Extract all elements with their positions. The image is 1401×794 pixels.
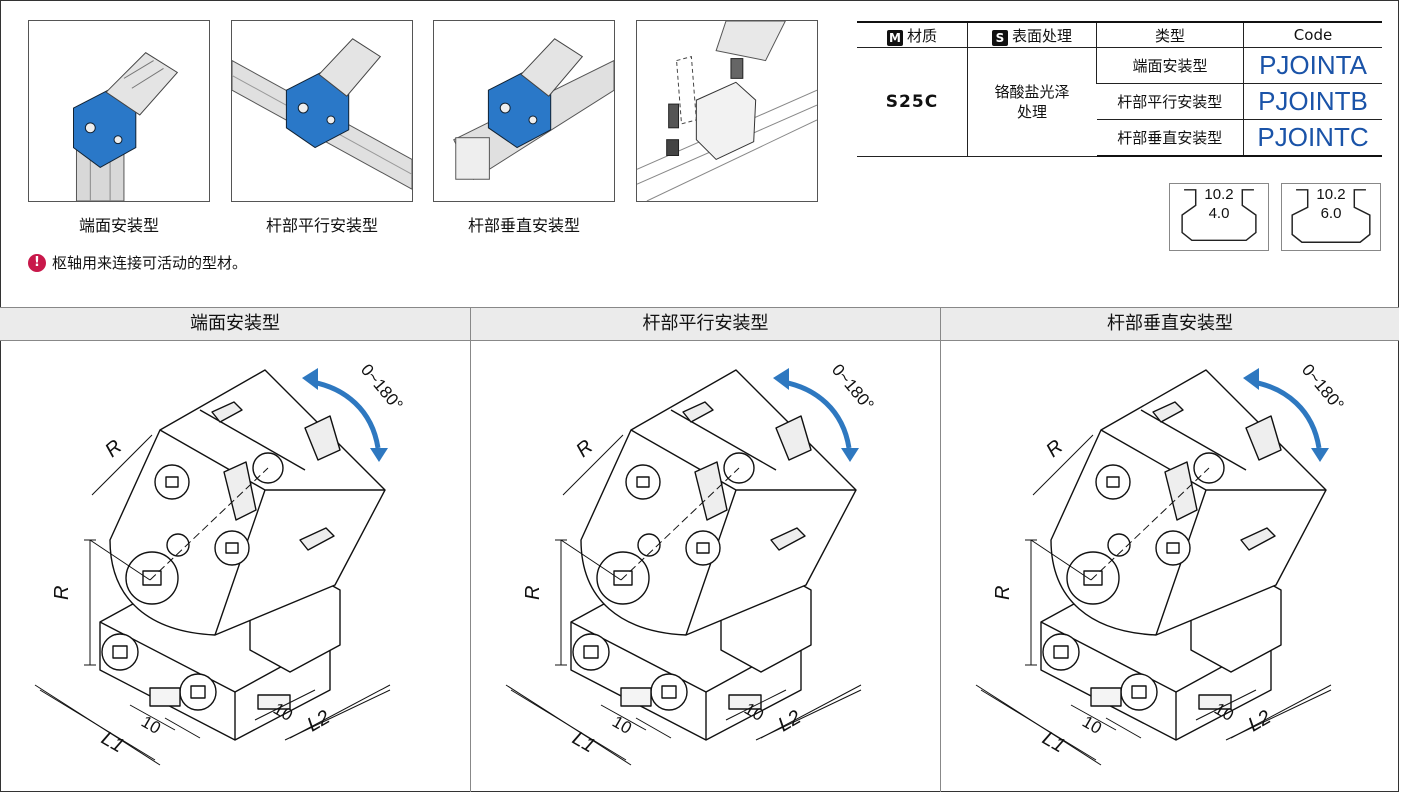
- caption-vertical-mount: 杆部垂直安装型: [467, 216, 580, 235]
- slot-profile-1: 10.2 4.0: [1169, 183, 1269, 251]
- type-cell: 杆部平行安装型: [1096, 83, 1244, 120]
- slot-width: 10.2: [1316, 186, 1346, 203]
- radius-label-diagonal: R: [572, 436, 597, 462]
- arrow-head-icon: [370, 448, 388, 462]
- rotation-arrow-icon: [782, 379, 852, 449]
- radius-label-diagonal: R: [1042, 436, 1067, 462]
- info-pin-icon: !: [28, 253, 46, 272]
- thumb-vertical-mount: [433, 20, 615, 202]
- surface-value: 铬酸盐光泽处理: [967, 47, 1097, 157]
- column-divider: [940, 307, 941, 792]
- rotation-angle-label: 0~180°: [1298, 360, 1348, 414]
- dim-l1: L1: [1039, 727, 1069, 757]
- radius-label-vertical: R: [522, 586, 544, 600]
- end-mount-illustration: [73, 52, 179, 201]
- drawing-parallel-mount: R R 10 10 L1 L2 0~180°: [471, 340, 940, 792]
- arrow-head-icon: [1311, 448, 1329, 462]
- radius-label-vertical: R: [51, 586, 73, 600]
- dim-l2: L2: [304, 706, 334, 736]
- drawing-vertical-mount: R R 10 10 L1 L2 0~180°: [941, 340, 1401, 792]
- thumb-end-mount: [28, 20, 210, 202]
- dim-10-left: 10: [609, 712, 635, 738]
- section-header-bar: 端面安装型 杆部平行安装型 杆部垂直安装型: [0, 307, 1399, 341]
- slot-shape-icon: [1291, 189, 1371, 243]
- code-cell[interactable]: PJOINTC: [1243, 119, 1382, 157]
- rotation-arrow-icon: [311, 379, 381, 449]
- arrow-head-icon: [841, 448, 859, 462]
- section-title-end-mount: 端面安装型: [190, 313, 280, 334]
- arrow-head-icon: [1243, 368, 1259, 390]
- drawing-end-mount: R R 10 10 L1 L2 0~180°: [0, 340, 469, 792]
- header-code: Code: [1243, 21, 1382, 48]
- rotation-arrow-icon: [1252, 379, 1322, 449]
- arrow-head-icon: [773, 368, 789, 390]
- dim-l2: L2: [775, 706, 805, 736]
- dim-l1: L1: [569, 727, 599, 757]
- thumb-parallel-mount: [231, 20, 413, 202]
- pivot-drawing: R R 10 10 L1 L2 0~180°: [505, 360, 878, 766]
- caption-parallel-mount: 杆部平行安装型: [265, 216, 378, 235]
- slot-shape-icon: [1181, 189, 1257, 242]
- surface-badge-icon: S: [991, 29, 1008, 46]
- dim-10-left: 10: [1079, 712, 1105, 738]
- slot-width: 10.2: [1204, 186, 1234, 203]
- rotation-angle-label: 0~180°: [828, 360, 878, 414]
- pivot-drawing: R R 10 10 L1 L2 0~180°: [34, 360, 407, 766]
- section-title-vertical-mount: 杆部垂直安装型: [1107, 313, 1233, 334]
- section-title-parallel-mount: 杆部平行安装型: [642, 313, 769, 334]
- assembly-illustration: [637, 21, 817, 201]
- slot-profile-2: 10.2 6.0: [1281, 183, 1381, 251]
- dim-l1: L1: [98, 727, 128, 757]
- column-divider: [470, 307, 471, 792]
- slot-depth: 6.0: [1320, 205, 1342, 222]
- vertical-mount-illustration: [453, 38, 614, 180]
- type-cell: 端面安装型: [1096, 47, 1244, 84]
- type-cell: 杆部垂直安装型: [1096, 119, 1244, 157]
- note-text: 枢轴用来连接可活动的型材。: [52, 254, 248, 272]
- radius-label-vertical: R: [992, 586, 1014, 600]
- material-badge-icon: M: [886, 29, 903, 46]
- code-cell[interactable]: PJOINTA: [1243, 47, 1382, 84]
- dim-10-left: 10: [138, 712, 164, 738]
- pivot-drawing: R R 10 10 L1 L2 0~180°: [975, 360, 1348, 766]
- caption-end-mount: 端面安装型: [78, 216, 159, 235]
- pivot-note: ! 枢轴用来连接可活动的型材。: [28, 252, 247, 273]
- code-cell[interactable]: PJOINTB: [1243, 83, 1382, 120]
- parallel-mount-illustration: [232, 38, 412, 190]
- radius-label-diagonal: R: [101, 436, 126, 462]
- thumb-assembly: [636, 20, 818, 202]
- rotation-angle-label: 0~180°: [357, 360, 407, 414]
- header-type: 类型: [1096, 21, 1244, 48]
- slot-depth: 4.0: [1208, 205, 1230, 222]
- arrow-head-icon: [302, 368, 318, 390]
- material-value: S25C: [857, 47, 968, 157]
- dim-l2: L2: [1245, 706, 1275, 736]
